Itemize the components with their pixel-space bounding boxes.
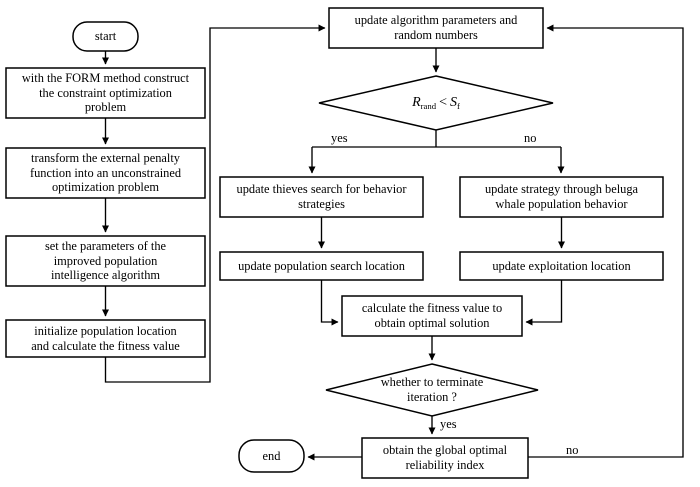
edge-decision-terminate-no-loop bbox=[528, 24, 684, 458]
node-start bbox=[72, 21, 139, 52]
node-transform-penalty bbox=[5, 147, 206, 199]
node-calculate-fitness bbox=[341, 295, 523, 337]
node-obtain-global-optimal bbox=[361, 437, 529, 479]
edge-decision-rand-split bbox=[312, 130, 561, 148]
node-initialize-population bbox=[5, 319, 206, 358]
node-update-strategy-beluga bbox=[459, 176, 664, 218]
node-update-algorithm-params bbox=[328, 7, 544, 49]
node-update-thieves bbox=[219, 176, 424, 218]
node-set-parameters bbox=[5, 235, 206, 287]
node-update-exploitation bbox=[459, 251, 664, 281]
edge-exploitation-to-calculate bbox=[525, 280, 563, 326]
node-decision-terminate bbox=[325, 363, 539, 417]
edge-population-search-to-calculate bbox=[320, 280, 339, 326]
node-update-population-search bbox=[219, 251, 424, 281]
node-decision-rand bbox=[318, 75, 554, 131]
node-end bbox=[238, 439, 305, 473]
node-form-construct bbox=[5, 67, 206, 119]
edge-initialize-to-update-params bbox=[104, 24, 326, 383]
